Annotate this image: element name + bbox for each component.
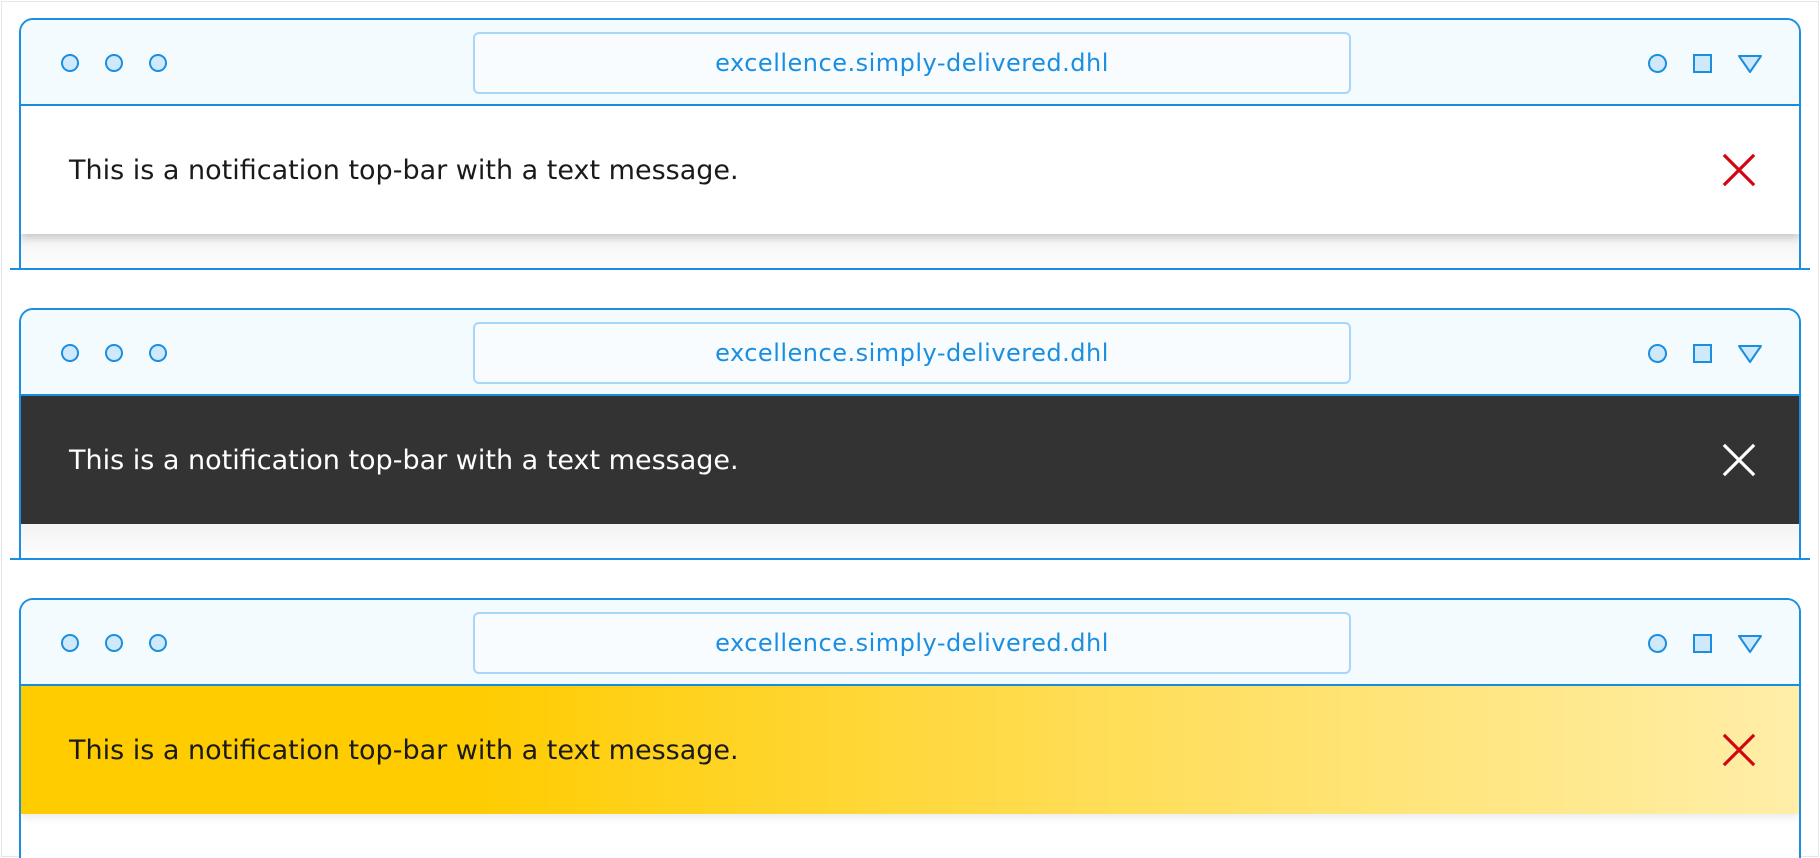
address-bar[interactable]: excellence.simply-delivered.dhl [473, 32, 1351, 94]
window-dot-icon[interactable] [61, 634, 79, 652]
browser-chrome: excellence.simply-delivered.dhl [21, 20, 1799, 106]
close-button[interactable] [1721, 152, 1757, 188]
square-control-icon[interactable] [1693, 634, 1712, 653]
triangle-down-icon[interactable] [1737, 634, 1763, 654]
address-bar-url: excellence.simply-delivered.dhl [715, 339, 1109, 367]
close-icon [1722, 443, 1756, 477]
window-dot-icon[interactable] [105, 344, 123, 362]
browser-chrome: excellence.simply-delivered.dhl [21, 600, 1799, 686]
notification-top-bar-dark: This is a notification top-bar with a te… [21, 396, 1799, 524]
window-dot-icon[interactable] [105, 54, 123, 72]
window-dot-icon[interactable] [149, 634, 167, 652]
browser-window-dark: excellence.simply-delivered.dhl This is … [19, 308, 1801, 560]
close-button[interactable] [1721, 732, 1757, 768]
separator-line [10, 558, 1810, 560]
notification-top-bar-yellow: This is a notification top-bar with a te… [21, 686, 1799, 814]
window-dot-icon[interactable] [105, 634, 123, 652]
separator-line [10, 268, 1810, 270]
square-control-icon[interactable] [1693, 344, 1712, 363]
close-button[interactable] [1721, 442, 1757, 478]
browser-window-light: excellence.simply-delivered.dhl This is … [19, 18, 1801, 270]
triangle-down-icon[interactable] [1737, 54, 1763, 74]
circle-control-icon[interactable] [1648, 54, 1667, 73]
address-bar[interactable]: excellence.simply-delivered.dhl [473, 612, 1351, 674]
triangle-down-icon[interactable] [1737, 344, 1763, 364]
notification-message: This is a notification top-bar with a te… [69, 734, 739, 766]
page-content-area [21, 524, 1799, 558]
browser-chrome: excellence.simply-delivered.dhl [21, 310, 1799, 396]
circle-control-icon[interactable] [1648, 344, 1667, 363]
address-bar[interactable]: excellence.simply-delivered.dhl [473, 322, 1351, 384]
address-bar-url: excellence.simply-delivered.dhl [715, 629, 1109, 657]
close-icon [1722, 153, 1756, 187]
window-dot-icon[interactable] [61, 344, 79, 362]
close-icon [1722, 733, 1756, 767]
page-content-area [21, 814, 1799, 858]
window-dot-icon[interactable] [149, 344, 167, 362]
address-bar-url: excellence.simply-delivered.dhl [715, 49, 1109, 77]
notification-message: This is a notification top-bar with a te… [69, 154, 739, 186]
circle-control-icon[interactable] [1648, 634, 1667, 653]
page-content-area [21, 234, 1799, 268]
square-control-icon[interactable] [1693, 54, 1712, 73]
notification-message: This is a notification top-bar with a te… [69, 444, 739, 476]
window-dot-icon[interactable] [149, 54, 167, 72]
browser-window-yellow: excellence.simply-delivered.dhl This is … [19, 598, 1801, 858]
window-dot-icon[interactable] [61, 54, 79, 72]
notification-top-bar-light: This is a notification top-bar with a te… [21, 106, 1799, 234]
